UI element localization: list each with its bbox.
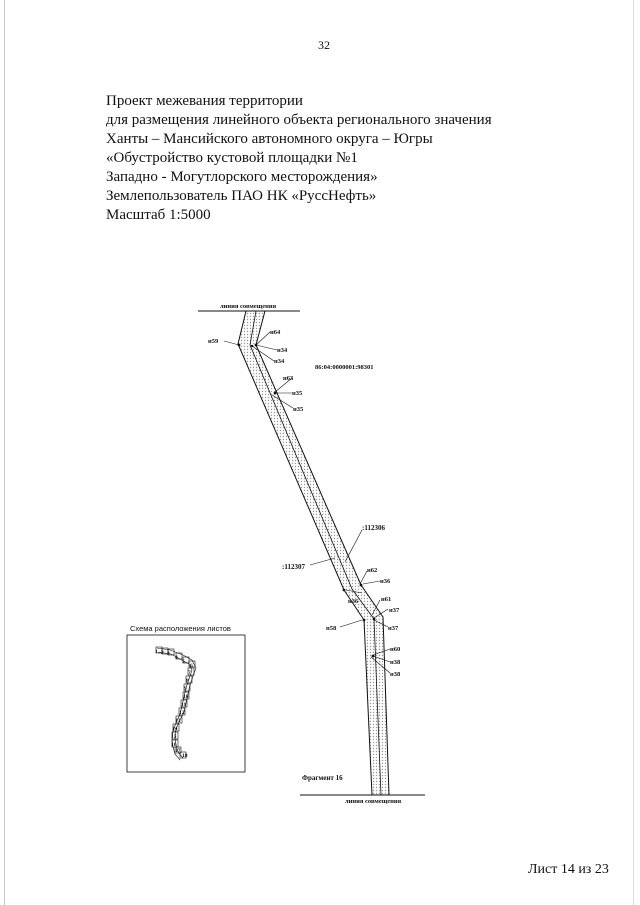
page-edge-left xyxy=(4,0,5,905)
svg-text:5: 5 xyxy=(182,659,185,665)
point-label-n35b: н35 xyxy=(293,406,304,413)
top-match-line-label: линия совмещения xyxy=(220,303,277,310)
svg-text:17: 17 xyxy=(175,748,181,754)
title-line-5: Западно - Могутлорского месторождения» xyxy=(106,169,378,185)
inset-title: Схема расположения листов xyxy=(130,624,231,633)
svg-text:3: 3 xyxy=(167,651,170,657)
point-label-n63: н63 xyxy=(283,375,294,382)
point-label-n61: н61 xyxy=(381,596,391,603)
svg-text:6: 6 xyxy=(190,663,193,669)
point-label-n36a: н36 xyxy=(380,578,391,585)
svg-text:14: 14 xyxy=(172,726,178,732)
fragment-label: Фрагмент 16 xyxy=(302,774,343,782)
point-label-n38b: н38 xyxy=(390,671,401,678)
page-number: 32 xyxy=(318,38,330,52)
svg-text:11: 11 xyxy=(181,702,186,708)
point-label-n62: н62 xyxy=(367,567,377,574)
point-label-n36b: н36 xyxy=(348,598,359,605)
svg-text:16: 16 xyxy=(171,742,177,748)
svg-text:15: 15 xyxy=(171,734,177,740)
title-line-3: Ханты – Мансийского автономного округа –… xyxy=(106,131,433,147)
point-label-n64: н64 xyxy=(270,329,281,336)
page-edge-right xyxy=(633,0,634,905)
svg-text:10: 10 xyxy=(183,694,189,700)
corridor-inner-line xyxy=(249,310,382,796)
title-line-1: Проект межевания территории xyxy=(106,93,303,109)
title-line-4: «Обустройство кустовой площадки №1 xyxy=(106,150,358,166)
title-line-7: Масштаб 1:5000 xyxy=(106,207,211,223)
svg-text:1: 1 xyxy=(155,649,158,655)
point-label-n59: н59 xyxy=(208,338,219,345)
point-label-n60: н60 xyxy=(390,646,400,653)
svg-text:4: 4 xyxy=(175,655,178,661)
point-label-n58: н58 xyxy=(326,625,337,632)
svg-text:9: 9 xyxy=(184,686,187,692)
svg-text:2: 2 xyxy=(161,650,164,656)
inset-sheet-path xyxy=(155,646,197,761)
title-block: Проект межевания территории для размещен… xyxy=(106,92,546,225)
title-line-6: Землепользователь ПАО НК «РуссНефть» xyxy=(106,188,377,204)
svg-text:7: 7 xyxy=(188,670,191,676)
svg-text:8: 8 xyxy=(186,678,189,684)
point-label-n38a: н38 xyxy=(390,659,401,666)
point-label-n34a: н34 xyxy=(277,347,288,354)
parcel-112307-label: :112307 xyxy=(282,563,305,571)
sheet-footer: Лист 14 из 23 xyxy=(528,862,609,877)
parcel-cadastral-label: 86:04:0000001:98301 xyxy=(315,364,374,371)
point-label-n37a: н37 xyxy=(389,607,400,614)
inset-sheet-numbers: 1 2 3 4 5 6 7 8 9 10 11 12 13 14 15 16 1… xyxy=(155,649,193,759)
title-line-2: для размещения линейного объекта региона… xyxy=(106,112,492,128)
svg-text:13: 13 xyxy=(175,718,181,724)
svg-text:12: 12 xyxy=(179,710,185,716)
point-label-n35a: н35 xyxy=(292,390,303,397)
vertex-points xyxy=(237,343,376,658)
leader-lines xyxy=(223,331,391,674)
parcel-112306-label: :112306 xyxy=(362,524,385,532)
point-label-n37b: н37 xyxy=(388,625,399,632)
svg-text:18: 18 xyxy=(182,753,188,759)
bottom-match-line-label: линия совмещения xyxy=(345,798,402,805)
corridor-band xyxy=(237,310,390,796)
point-label-n34b: н34 xyxy=(274,358,285,365)
